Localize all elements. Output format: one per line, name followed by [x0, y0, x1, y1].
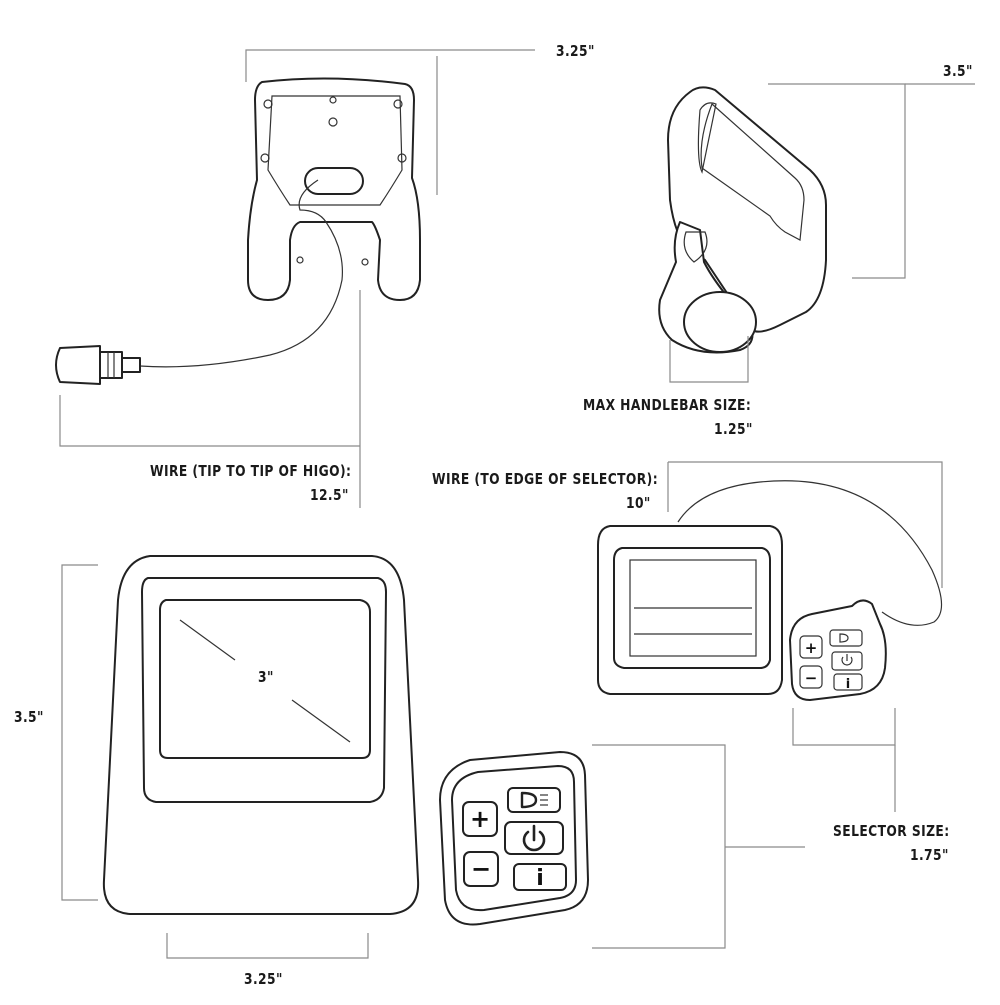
side-height-dim-line — [768, 83, 906, 279]
wire-higo-value: 12.5" — [310, 486, 349, 504]
selector-size-title: SELECTOR SIZE: — [833, 822, 950, 840]
selector-large: + − i — [439, 744, 805, 949]
handlebar-title: MAX HANDLEBAR SIZE: — [583, 396, 752, 414]
diagonal-line-bottom — [291, 699, 351, 743]
mount-back-view — [55, 49, 535, 508]
assembly-display-screen — [629, 559, 757, 657]
wire-higo — [139, 179, 344, 368]
plug-connector-icon — [55, 345, 141, 385]
mount-width-dim-line — [245, 49, 535, 82]
info-icon: i — [513, 863, 567, 891]
wire-selector-dim-line — [668, 461, 943, 588]
assembly-display-body — [597, 525, 783, 695]
screen-diagonal-label: 3" — [258, 668, 274, 686]
mount-width-label: 3.25" — [556, 42, 595, 60]
svg-text:+: + — [805, 639, 818, 657]
svg-text:−: − — [805, 669, 818, 687]
mount-plate — [267, 95, 403, 206]
handlebar-value: 1.25" — [714, 420, 753, 438]
wire-selector-title: WIRE (TO EDGE OF SELECTOR): — [432, 470, 659, 488]
svg-text:−: − — [471, 855, 491, 883]
display-side-view — [658, 83, 975, 383]
display-front-view — [61, 555, 420, 959]
power-icon — [504, 821, 564, 855]
wire-higo-title: WIRE (TIP TO TIP OF HIGO): — [150, 462, 352, 480]
headlight-icon — [507, 787, 561, 813]
display-height-label: 3.5" — [14, 708, 44, 726]
plus-icon: + — [462, 801, 498, 837]
handlebar-dim-line — [669, 336, 749, 383]
wire-selector — [677, 480, 943, 626]
handlebar-ring — [683, 291, 757, 353]
svg-text:i: i — [536, 866, 544, 891]
selector-size-value: 1.75" — [910, 846, 949, 864]
wire-selector-value: 10" — [626, 494, 651, 512]
svg-text:+: + — [470, 805, 490, 833]
side-body — [667, 86, 827, 333]
mount-body — [247, 77, 421, 301]
display-bezel — [141, 577, 387, 803]
display-screen — [159, 599, 371, 759]
side-screen — [700, 102, 805, 241]
wire-higo-dim-line — [59, 395, 360, 447]
selector-face — [451, 765, 577, 912]
display-height-dim-line — [61, 564, 98, 901]
minus-icon: − — [463, 851, 499, 887]
display-body — [102, 555, 420, 915]
selector-dim-bracket — [592, 744, 726, 949]
side-height-label: 3.5" — [943, 62, 973, 80]
small-selector-dim-line — [792, 708, 896, 746]
display-width-dim-line — [166, 933, 369, 959]
diagonal-line-top — [179, 619, 236, 661]
assembly-view: + − i — [597, 461, 943, 812]
assembly-display-bezel — [613, 547, 771, 669]
svg-text:i: i — [846, 677, 850, 692]
display-width-label: 3.25" — [244, 970, 283, 988]
mount-cable-slot — [304, 167, 364, 195]
